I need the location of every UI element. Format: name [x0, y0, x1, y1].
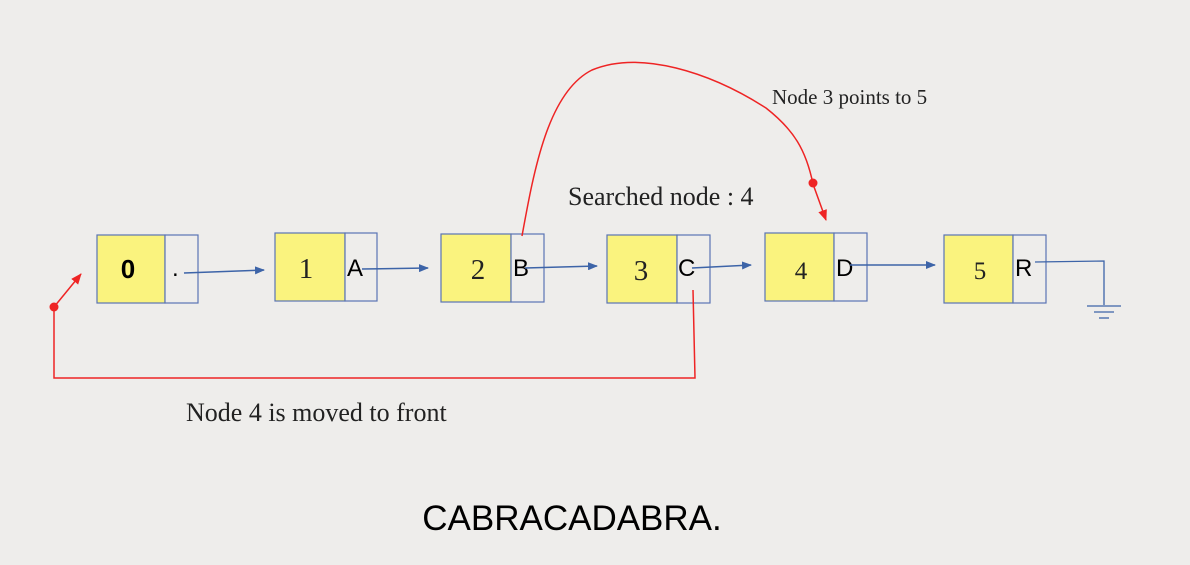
node-2-char: B — [513, 255, 529, 282]
node-3-index-cell — [606, 234, 678, 304]
node-1-index-cell — [274, 232, 346, 302]
node-0-index: 0 — [121, 254, 135, 284]
searched-node-label: Searched node : 4 — [568, 182, 754, 211]
move-dot — [49, 302, 59, 312]
link-arrow-0-1 — [183, 266, 265, 275]
move-to-front-arrow — [53, 273, 82, 308]
node-0-char: . — [172, 255, 179, 282]
node-2-index: 2 — [471, 254, 486, 286]
node-5-char-cell — [1012, 234, 1047, 304]
footer-word: CABRACADABRA. — [422, 499, 722, 538]
null-terminator-icon — [1034, 260, 1121, 319]
pointer-dot — [808, 178, 818, 188]
node-4-char-cell — [833, 232, 868, 302]
node-1: 1 A — [274, 232, 378, 302]
move-to-front-path — [53, 289, 696, 379]
link-arrow-3-4 — [691, 261, 752, 270]
moved-front-label: Node 4 is moved to front — [186, 398, 447, 427]
points-to-label: Node 3 points to 5 — [772, 85, 927, 109]
node-3-char: C — [678, 255, 695, 282]
node-1-char: A — [347, 255, 363, 282]
link-arrow-2-3 — [524, 262, 598, 271]
node-4-index: 4 — [795, 258, 808, 285]
node-2: 2 B — [440, 233, 545, 303]
node-4: 4 D — [764, 232, 868, 302]
node-0: 0 . — [96, 234, 199, 304]
pointer-curve-node3-to-node5 — [521, 61, 827, 237]
node-5-index: 5 — [974, 258, 987, 285]
link-arrow-1-2 — [361, 264, 429, 273]
node-3-index: 3 — [634, 255, 649, 287]
node-0-index-cell — [96, 234, 166, 304]
node-5-char: R — [1015, 255, 1032, 282]
node-1-index: 1 — [299, 253, 314, 285]
node-0-char-cell — [164, 234, 199, 304]
node-5: 5 R — [943, 234, 1047, 304]
node-3: 3 C — [606, 234, 711, 304]
node-4-char: D — [836, 255, 853, 282]
node-1-char-cell — [344, 232, 378, 302]
